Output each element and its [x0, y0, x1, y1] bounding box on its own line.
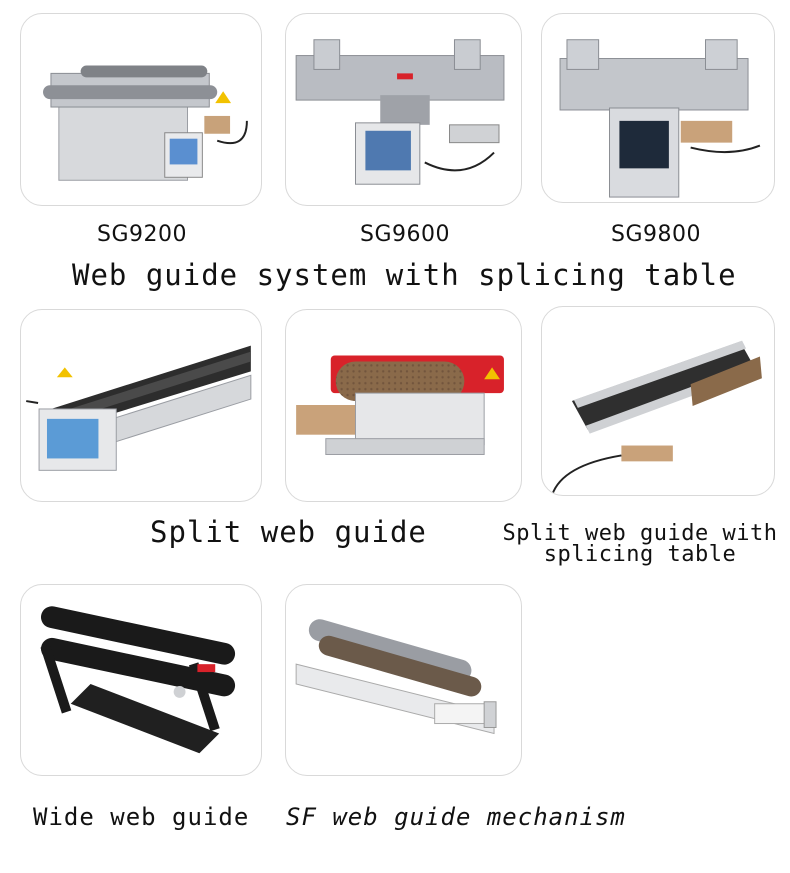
split-web-guide-a-image: [26, 345, 252, 471]
split-web-guide-splicing-caption-line2: splicing table: [543, 542, 737, 567]
split-web-guide-splicing-image: [551, 340, 762, 495]
sg9600-model-label: SG9600: [360, 222, 451, 247]
product-card-split-web-guide-b[interactable]: [285, 309, 522, 502]
sg9800-model-label: SG9800: [611, 222, 702, 247]
product-card-split-web-guide-a[interactable]: [20, 309, 262, 502]
product-card-wide-web-guide[interactable]: [20, 584, 262, 776]
sg9600-product-image: [295, 39, 505, 185]
split-web-guide-b-image: [296, 355, 504, 455]
product-card-sg9800[interactable]: [541, 13, 775, 203]
product-card-sf-web-guide[interactable]: [285, 584, 522, 776]
split-web-guide-splicing-caption-line1: Split web guide with: [502, 521, 778, 546]
sg9800-product-image: [559, 39, 761, 198]
splicing-table-row-caption: Web guide system with splicing table: [72, 258, 737, 292]
sf-web-guide-caption: SF web guide mechanism: [286, 803, 626, 831]
sf-web-guide-image: [295, 619, 497, 735]
product-card-split-web-guide-splicing[interactable]: [541, 306, 775, 496]
wide-web-guide-caption: Wide web guide: [33, 803, 250, 831]
sg9200-product-image: [43, 65, 248, 181]
split-web-guide-splicing-caption: Split web guide with splicing table: [490, 521, 790, 567]
product-card-sg9600[interactable]: [285, 13, 522, 206]
split-web-guide-caption: Split web guide: [150, 515, 427, 549]
sg9200-model-label: SG9200: [97, 222, 188, 247]
wide-web-guide-image: [40, 606, 236, 754]
product-card-sg9200[interactable]: [20, 13, 262, 206]
